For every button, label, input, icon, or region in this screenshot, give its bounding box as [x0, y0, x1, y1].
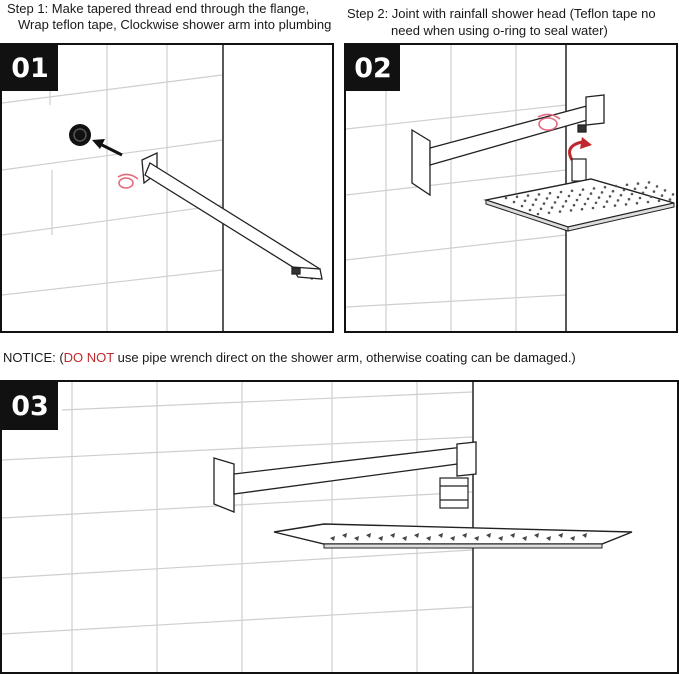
teflon-tape-thread [117, 173, 139, 189]
step2-badge: 02 [346, 45, 400, 91]
arrow-left-icon [92, 139, 123, 157]
shower-arm [213, 441, 477, 513]
step1-caption-line2: Wrap teflon tape, Clockwise shower arm i… [18, 17, 332, 32]
rainfall-shower-head [273, 523, 633, 549]
step2-illustration [346, 45, 675, 331]
tile-grout-lines [2, 382, 473, 672]
notice-suffix: use pipe wrench direct on the shower arm… [114, 350, 576, 365]
step3-illustration [2, 382, 633, 672]
rainfall-shower-head [483, 178, 675, 232]
notice-text: NOTICE: (DO NOT use pipe wrench direct o… [3, 349, 576, 367]
step2-panel: 02 [344, 43, 678, 333]
teflon-tape-thread [537, 113, 561, 131]
step3-panel: 03 [0, 380, 679, 674]
step1-panel: 01 [0, 43, 334, 333]
shower-arm [411, 94, 605, 197]
step1-badge: 01 [2, 45, 58, 91]
notice-prefix: NOTICE: ( [3, 350, 64, 365]
step2-caption-line2: need when using o-ring to seal water) [391, 23, 608, 38]
swivel-connector [439, 477, 469, 509]
step1-illustration [2, 45, 323, 331]
tile-grout-lines [346, 45, 567, 331]
step3-badge: 03 [2, 382, 58, 430]
step2-caption-line1: Step 2: Joint with rainfall shower head … [347, 6, 656, 21]
shower-arm [141, 151, 323, 280]
swivel-connector [571, 158, 587, 182]
tile-grout-lines [2, 45, 223, 331]
rotate-arrow-icon [568, 137, 592, 161]
step1-caption-line1: Step 1: Make tapered thread end through … [7, 1, 310, 16]
plumbing-hole [69, 124, 91, 146]
notice-warning: DO NOT [63, 350, 114, 365]
